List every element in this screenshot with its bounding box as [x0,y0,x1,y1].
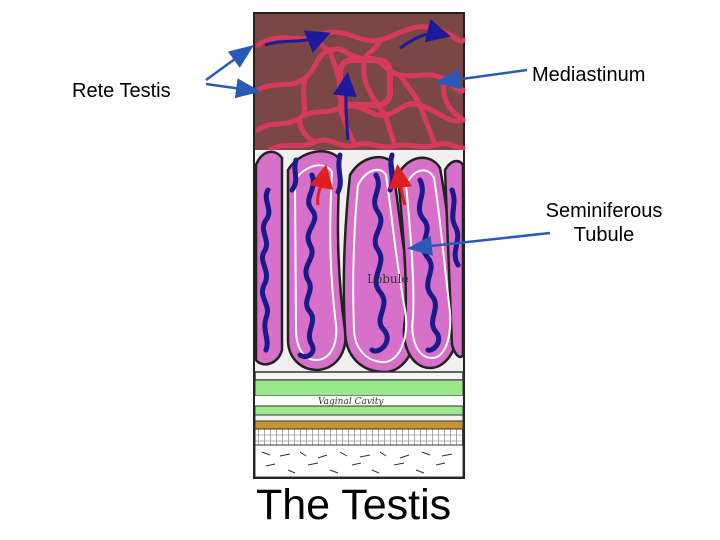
seminiferous-line1: Seminiferous [545,200,663,222]
seminiferous-tubule-label: Seminiferous Tubule [528,199,680,247]
rete-pointer-lower [205,78,261,99]
flow-arrows-red [309,164,413,206]
lobule-label: Lobule [367,272,409,286]
rete-testis-label: Rete Testis [72,80,171,102]
mediastinum-flow-arrows [264,19,451,141]
label-pointers [205,45,551,256]
fascia-layer [254,414,464,422]
rete-testis-network [255,24,466,153]
parietal-layer [254,405,464,416]
skin-texture [261,451,453,474]
rete-pointer-upper [205,45,255,82]
skin-layer [254,444,464,478]
slide-caption: The Testis [256,481,452,529]
vaginal-cavity [255,396,463,406]
visceral-layer [254,379,464,397]
vaginal-cavity-label: Vaginal Cavity [318,397,384,407]
mediastinum-label: Mediastinum [532,64,646,86]
seminiferous-line2: Tubule [573,224,635,246]
tunica-albuginea [254,371,464,381]
mediastinum-region [255,14,463,170]
muscle-layer [254,428,464,446]
dartos-layer [254,420,464,430]
mediastinum-pointer [435,68,528,90]
tubule-pointer [407,231,551,256]
